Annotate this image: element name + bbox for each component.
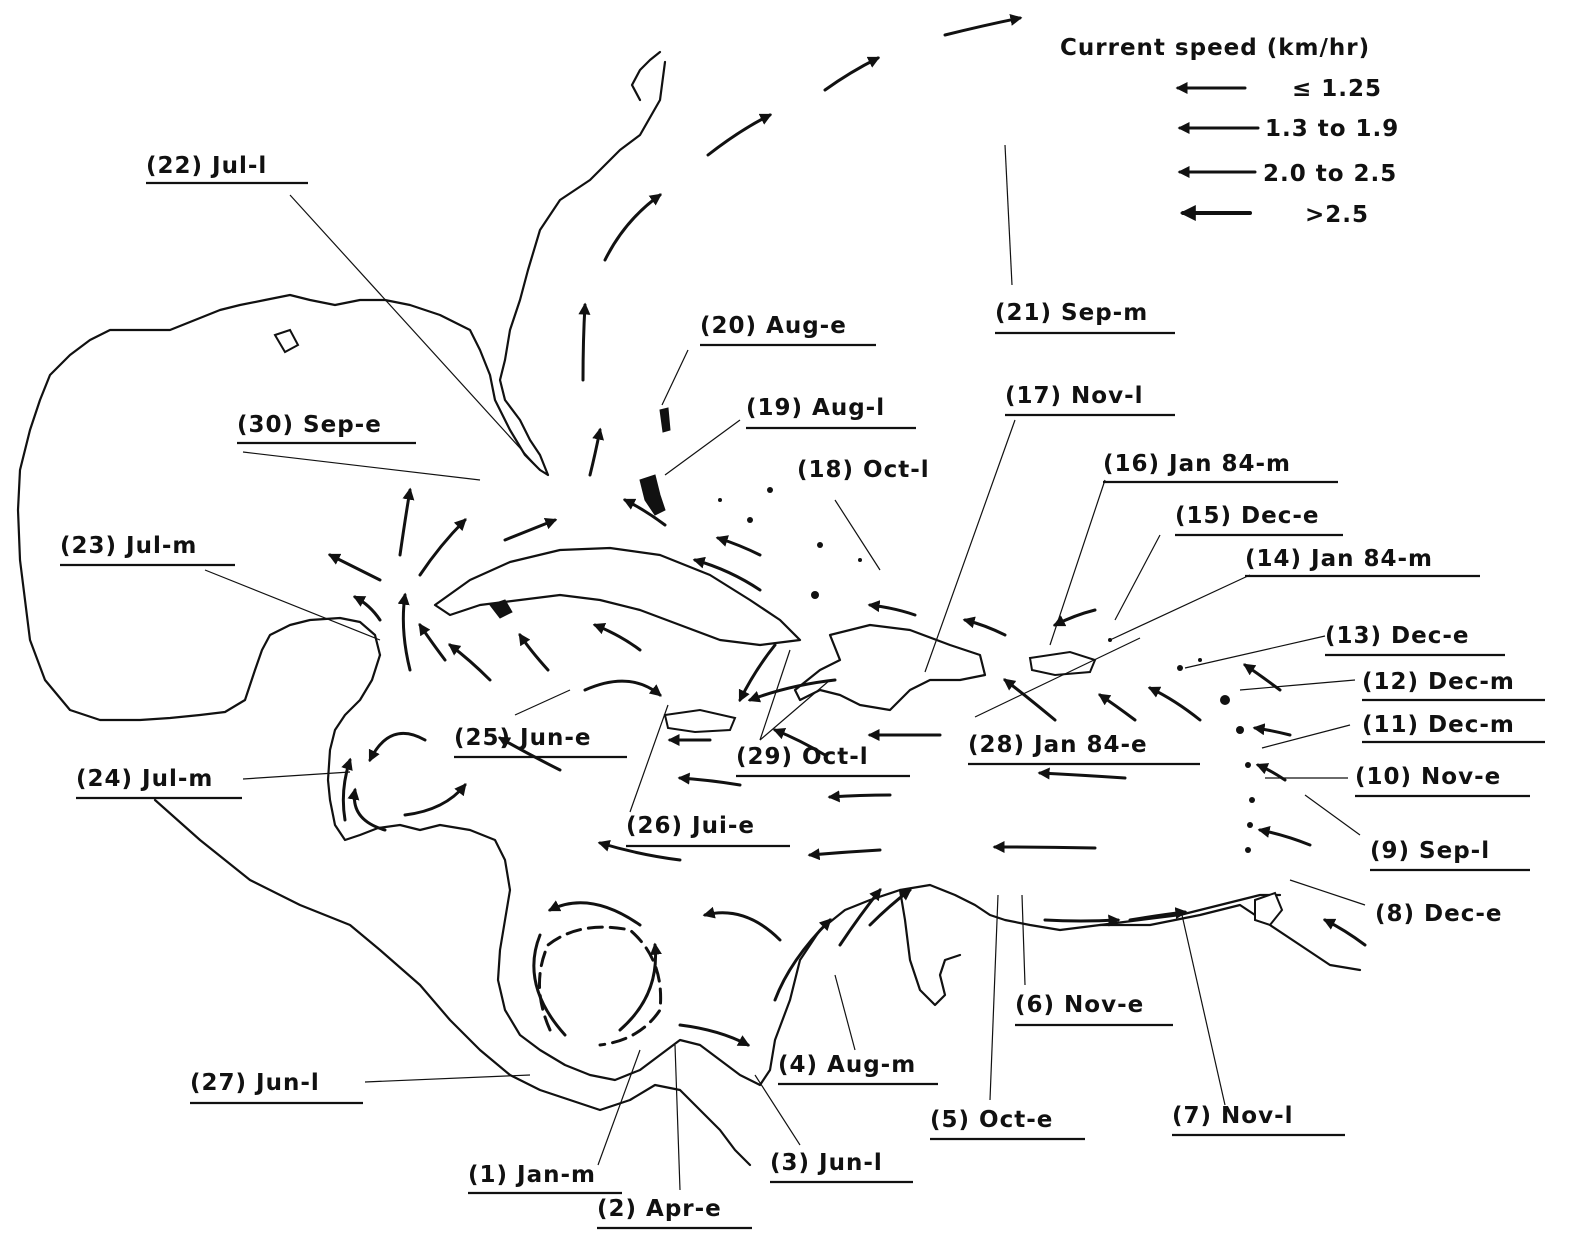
svg-text:(26) Jui-e: (26) Jui-e (626, 813, 755, 839)
label-6: (6) Nov-e (1015, 992, 1173, 1027)
label-28: (28) Jan 84-e (968, 732, 1200, 766)
svg-text:(7) Nov-l: (7) Nov-l (1172, 1103, 1294, 1129)
legend-item-1: ≤ 1.25 (1175, 76, 1382, 102)
svg-text:(10) Nov-e: (10) Nov-e (1355, 764, 1501, 790)
svg-text:(15) Dec-e: (15) Dec-e (1175, 503, 1320, 529)
label-8: (8) Dec-e (1375, 901, 1503, 927)
label-17: (17) Nov-l (1005, 383, 1175, 417)
svg-text:(29) Oct-l: (29) Oct-l (736, 744, 869, 770)
svg-text:(19) Aug-l: (19) Aug-l (746, 395, 885, 421)
svg-text:(18) Oct-l: (18) Oct-l (797, 457, 930, 483)
svg-text:(28) Jan 84-e: (28) Jan 84-e (968, 732, 1148, 758)
svg-text:(11) Dec-m: (11) Dec-m (1362, 712, 1515, 738)
svg-text:(20) Aug-e: (20) Aug-e (700, 313, 847, 339)
legend-item-3: 2.0 to 2.5 (1177, 161, 1397, 187)
label-24: (24) Jul-m (76, 766, 242, 800)
florida-peninsula (630, 50, 662, 102)
svg-text:>2.5: >2.5 (1305, 202, 1369, 228)
svg-text:(24) Jul-m: (24) Jul-m (76, 766, 213, 792)
label-11: (11) Dec-m (1362, 712, 1545, 744)
label-14: (14) Jan 84-m (1245, 546, 1480, 578)
pacific-coast (153, 798, 752, 1167)
isle-of-youth (489, 599, 513, 619)
label-7: (7) Nov-l (1172, 1103, 1345, 1137)
gulf-coast (16, 60, 667, 722)
svg-text:(25) Jun-e: (25) Jun-e (454, 725, 592, 751)
label-30: (30) Sep-e (237, 412, 416, 445)
legend-item-4: >2.5 (1179, 202, 1369, 228)
svg-text:(2) Apr-e: (2) Apr-e (597, 1196, 722, 1222)
label-1: (1) Jan-m (468, 1162, 622, 1195)
label-29: (29) Oct-l (736, 744, 910, 778)
label-10: (10) Nov-e (1355, 764, 1530, 798)
label-13: (13) Dec-e (1325, 623, 1505, 657)
label-20: (20) Aug-e (700, 313, 876, 347)
label-16: (16) Jan 84-m (1103, 451, 1338, 484)
svg-text:2.0 to 2.5: 2.0 to 2.5 (1263, 161, 1397, 187)
leader-lines (204, 144, 1366, 1191)
bahamas-north (659, 407, 671, 433)
legend-title: Current speed (km/hr) (1060, 35, 1370, 61)
speed-legend: Current speed (km/hr) ≤ 1.25 1.3 to 1.9 … (1060, 35, 1399, 228)
svg-text:(17) Nov-l: (17) Nov-l (1005, 383, 1144, 409)
label-27: (27) Jun-l (190, 1070, 363, 1105)
yucatan-central-america (326, 653, 1282, 1087)
svg-text:(3) Jun-l: (3) Jun-l (770, 1150, 883, 1176)
svg-text:(16) Jan 84-m: (16) Jan 84-m (1103, 451, 1291, 477)
svg-text:(5) Oct-e: (5) Oct-e (930, 1107, 1053, 1133)
svg-text:≤ 1.25: ≤ 1.25 (1292, 76, 1382, 102)
label-21: (21) Sep-m (995, 300, 1175, 335)
trinidad (1254, 891, 1284, 927)
label-15: (15) Dec-e (1175, 503, 1343, 537)
label-12: (12) Dec-m (1362, 669, 1545, 702)
svg-text:(1) Jan-m: (1) Jan-m (468, 1162, 596, 1188)
svg-text:(4) Aug-m: (4) Aug-m (778, 1052, 916, 1078)
svg-text:(12) Dec-m: (12) Dec-m (1362, 669, 1515, 695)
jamaica (663, 708, 737, 734)
label-22: (22) Jul-l (146, 153, 308, 185)
label-9: (9) Sep-l (1370, 838, 1530, 872)
svg-text:(27) Jun-l: (27) Jun-l (190, 1070, 320, 1096)
label-3: (3) Jun-l (770, 1150, 913, 1184)
coastlines (16, 50, 1362, 1167)
site-labels: (22) Jul-l (20) Aug-e (21) Sep-m (19) Au… (60, 153, 1545, 1230)
svg-text:(8) Dec-e: (8) Dec-e (1375, 901, 1503, 927)
label-5: (5) Oct-e (930, 1107, 1085, 1141)
label-25: (25) Jun-e (454, 725, 627, 759)
label-26: (26) Jui-e (626, 813, 790, 848)
cuba (433, 546, 802, 647)
svg-text:(6) Nov-e: (6) Nov-e (1015, 992, 1144, 1018)
label-19: (19) Aug-l (746, 395, 916, 430)
svg-text:(14) Jan 84-m: (14) Jan 84-m (1245, 546, 1433, 572)
bahamas (639, 474, 666, 516)
label-4: (4) Aug-m (778, 1052, 938, 1086)
current-arrows (327, 13, 1367, 1047)
label-2: (2) Apr-e (597, 1196, 752, 1230)
svg-text:(22) Jul-l: (22) Jul-l (146, 153, 267, 179)
south-america-coast (898, 888, 1362, 1007)
legend-item-2: 1.3 to 1.9 (1177, 116, 1399, 142)
svg-text:1.3 to 1.9: 1.3 to 1.9 (1265, 116, 1399, 142)
hispaniola (793, 623, 987, 712)
label-18: (18) Oct-l (797, 457, 930, 483)
lesser-antilles (718, 487, 1255, 853)
svg-text:(13) Dec-e: (13) Dec-e (1325, 623, 1470, 649)
svg-text:(9) Sep-l: (9) Sep-l (1370, 838, 1490, 864)
lake-okeechobee (273, 328, 300, 354)
puerto-rico (1028, 650, 1097, 677)
svg-text:(23) Jul-m: (23) Jul-m (60, 533, 197, 559)
svg-text:(21) Sep-m: (21) Sep-m (995, 300, 1148, 326)
label-23: (23) Jul-m (60, 533, 235, 567)
svg-text:(30) Sep-e: (30) Sep-e (237, 412, 382, 438)
